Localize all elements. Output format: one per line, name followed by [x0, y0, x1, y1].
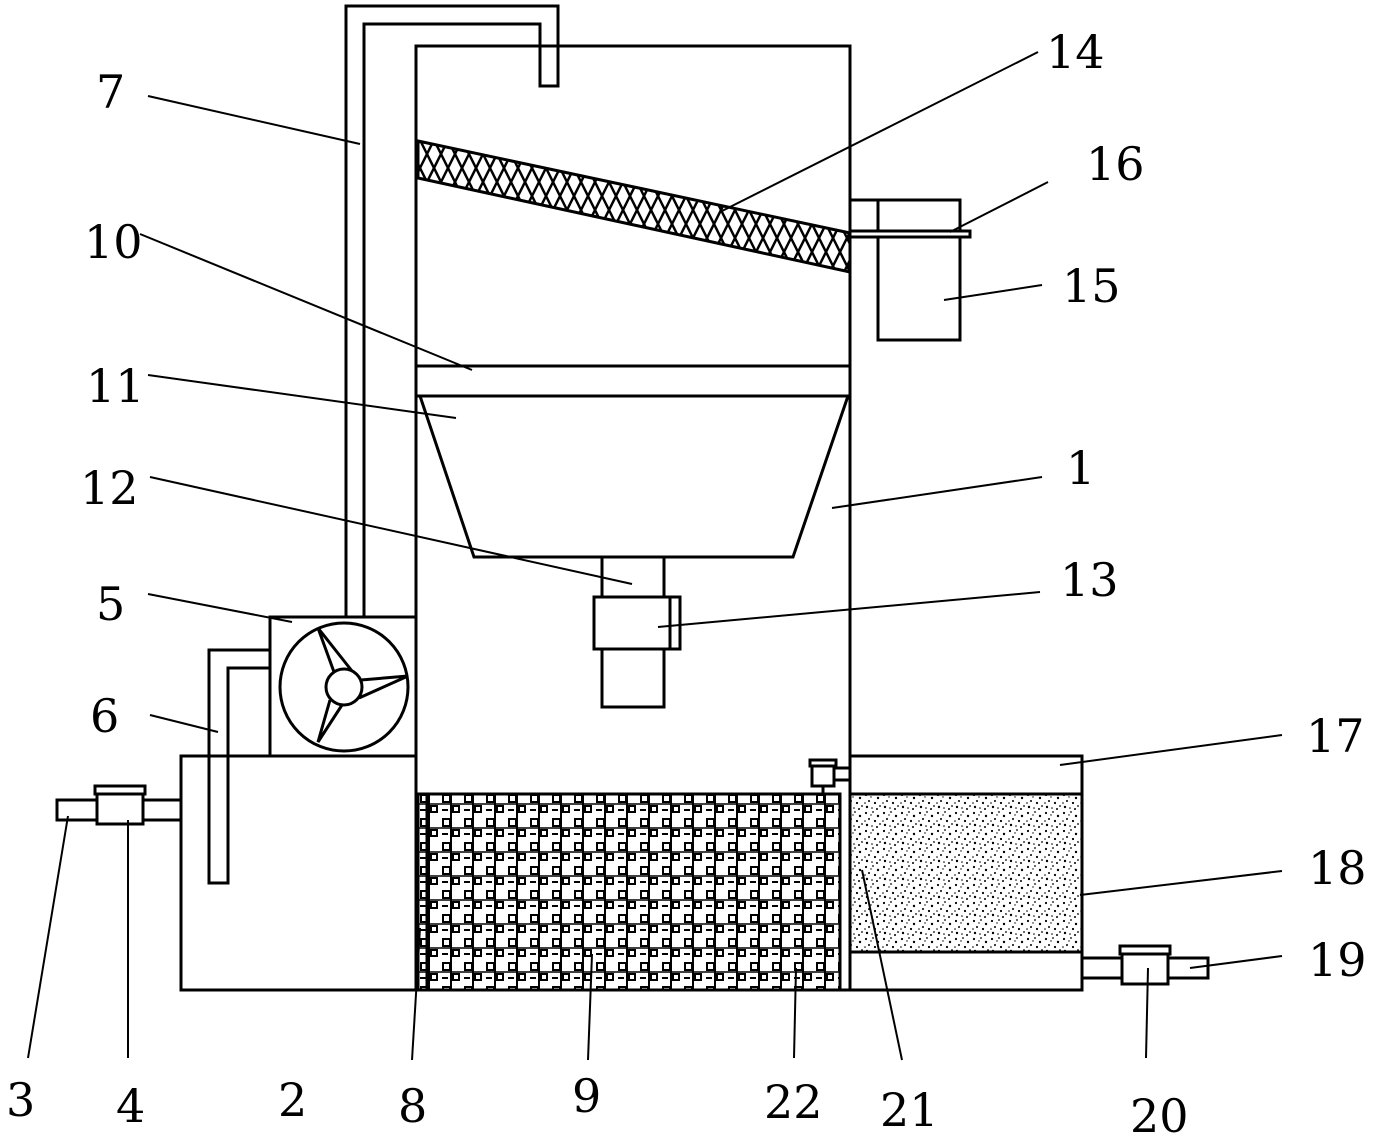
- label-20: 20: [1130, 1089, 1189, 1143]
- label-5: 5: [96, 577, 125, 631]
- label-10: 10: [84, 215, 143, 269]
- fan-blade-1: [316, 627, 354, 673]
- label-11: 11: [86, 359, 145, 413]
- label-14: 14: [1046, 25, 1105, 79]
- collection-box: [876, 198, 962, 342]
- fan-circle: [278, 621, 410, 753]
- leader-lines: [27, 51, 1283, 1061]
- box-connector-pipe: [848, 229, 972, 239]
- label-18: 18: [1308, 841, 1367, 895]
- discharge-valve: [592, 595, 672, 651]
- discharge-valve-handle: [668, 595, 682, 651]
- label-21: 21: [880, 1083, 939, 1137]
- hopper: [417, 394, 851, 559]
- transfer-valve-cap: [808, 758, 838, 768]
- label-8: 8: [398, 1079, 427, 1133]
- slanted-screen: [416, 139, 852, 274]
- inlet-valve-cap: [93, 784, 147, 796]
- label-22: 22: [764, 1075, 823, 1129]
- sand-layer: [848, 792, 1084, 954]
- label-12: 12: [80, 461, 139, 515]
- fan-blade-2: [358, 674, 409, 700]
- outlet-pipe: [344, 4, 560, 617]
- label-6: 6: [90, 689, 119, 743]
- fan-housing: [268, 615, 418, 758]
- filter-block: [416, 792, 842, 992]
- label-17: 17: [1306, 709, 1365, 763]
- label-2: 2: [278, 1073, 307, 1127]
- base-tank: [179, 754, 418, 992]
- label-13: 13: [1060, 553, 1119, 607]
- fan-hub: [324, 667, 364, 707]
- label-1: 1: [1066, 441, 1095, 495]
- support-plate: [414, 364, 852, 398]
- label-7: 7: [96, 65, 125, 119]
- inlet-pipe: [207, 648, 270, 885]
- label-3: 3: [6, 1073, 35, 1127]
- label-4: 4: [116, 1079, 145, 1133]
- label-16: 16: [1086, 137, 1145, 191]
- fan-blade-3: [316, 699, 344, 743]
- outlet-valve: [1120, 948, 1170, 986]
- outlet-valve-cap: [1118, 944, 1172, 956]
- label-15: 15: [1062, 259, 1121, 313]
- label-9: 9: [572, 1069, 601, 1123]
- label-19: 19: [1308, 933, 1367, 987]
